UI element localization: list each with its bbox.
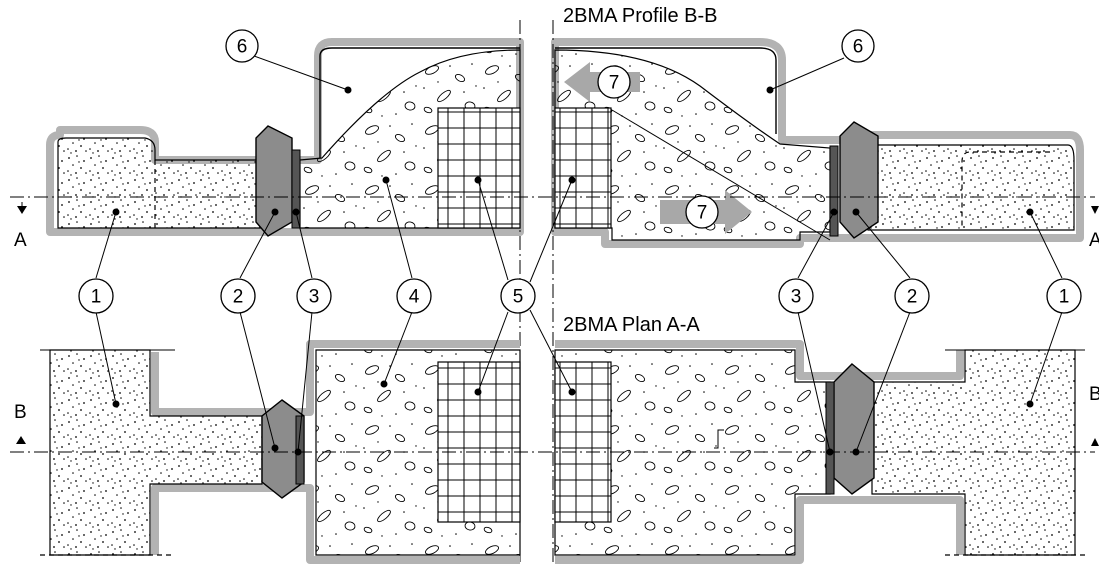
profile-left-waste-grid [437, 107, 521, 229]
callout-1-left: 1 [78, 278, 114, 314]
svg-text:6: 6 [237, 37, 248, 58]
svg-text:B: B [14, 402, 27, 423]
svg-text:2: 2 [907, 287, 918, 308]
svg-text:6: 6 [853, 37, 864, 58]
profile-left-sand-fill [57, 137, 266, 229]
svg-text:B: B [1089, 384, 1099, 405]
callout-2-left: 2 [220, 278, 256, 314]
plan-section [10, 340, 1095, 564]
profile-title: 2BMA Profile B-B [563, 5, 718, 27]
callout-4: 4 [396, 278, 432, 314]
svg-text:7: 7 [697, 203, 708, 224]
plan-title: 2BMA Plan A-A [563, 314, 700, 336]
section-marker-b-right: B [1089, 384, 1099, 446]
callout-5: 5 [500, 278, 536, 314]
svg-text:5: 5 [513, 287, 524, 308]
svg-text:A: A [1089, 230, 1099, 251]
plan-left-waste-grid [437, 361, 521, 523]
section-marker-a-right: A [1089, 206, 1099, 251]
profile-right-seal [829, 145, 839, 237]
profile-right-gravel-fill [554, 49, 831, 241]
profile-right-sand-fill [867, 144, 1075, 231]
svg-text:7: 7 [609, 73, 620, 94]
profile-left-vault-outline [319, 47, 520, 158]
svg-text:1: 1 [91, 287, 102, 308]
plan-right-step-mark [714, 429, 724, 449]
plan-right-waste-grid [554, 361, 612, 523]
profile-right-slope-line [611, 109, 831, 241]
callout-6-left: 6 [225, 29, 259, 63]
callout-6-right: 6 [841, 29, 875, 63]
section-marker-a-left: A [14, 202, 27, 251]
callout-3-right: 3 [778, 278, 814, 314]
section-marker-b-left: B [14, 402, 27, 444]
plan-right-seal [825, 381, 835, 495]
profile-left-seal [291, 149, 301, 229]
svg-text:3: 3 [309, 287, 320, 308]
callout-7-bottom: 7 [685, 195, 719, 229]
callout-7-top: 7 [597, 65, 631, 99]
svg-text:2: 2 [233, 287, 244, 308]
svg-text:3: 3 [791, 287, 802, 308]
svg-text:A: A [14, 230, 27, 251]
profile-right-waste-grid [554, 107, 612, 229]
profile-left-concrete-plug [255, 125, 293, 237]
profile-right-liner [551, 38, 1084, 248]
plan-right-concrete-plug [833, 363, 875, 495]
leader-lines [95, 55, 1063, 456]
svg-text:4: 4 [409, 287, 420, 308]
callout-1-right: 1 [1046, 278, 1082, 314]
profile-right-vault-outline [555, 47, 777, 134]
callout-3-left: 3 [296, 278, 332, 314]
profile-section [10, 38, 1095, 248]
svg-text:1: 1 [1059, 287, 1070, 308]
profile-right-concrete-plug [839, 121, 879, 239]
profile-right-sand-divider [961, 151, 1050, 230]
profile-left-liner [46, 38, 524, 236]
callout-2-right: 2 [894, 278, 930, 314]
